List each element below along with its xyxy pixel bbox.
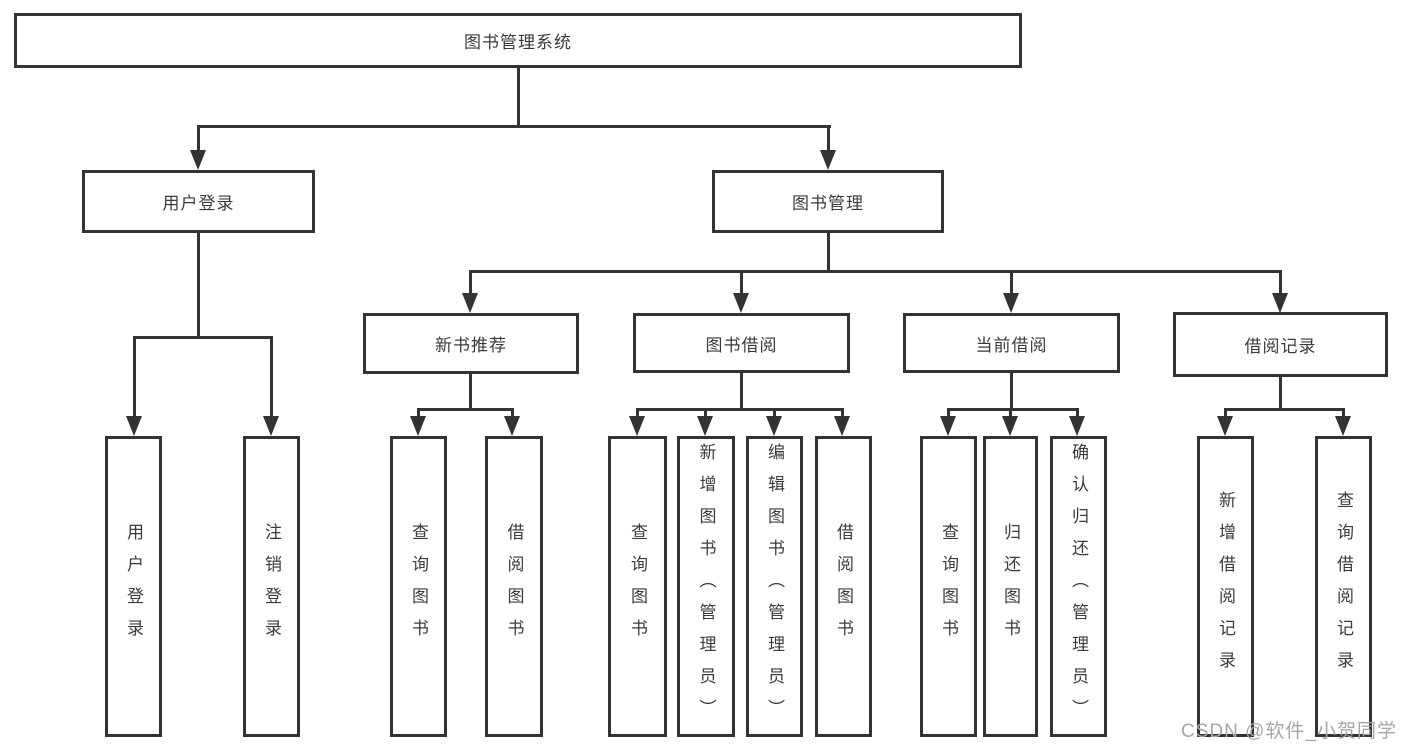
node-label: 注销登录 bbox=[262, 522, 281, 651]
leaf-borrow-books-recommend: 借阅图书 bbox=[485, 436, 543, 737]
line bbox=[1009, 408, 1012, 418]
node-label: 图书借阅 bbox=[705, 335, 778, 355]
line bbox=[197, 125, 831, 128]
line bbox=[740, 373, 743, 408]
node-label: 新增借阅记录 bbox=[1216, 490, 1235, 683]
arrow-down-icon bbox=[820, 150, 836, 170]
node-label: 查询图书 bbox=[409, 522, 428, 651]
line bbox=[511, 408, 514, 418]
line bbox=[469, 374, 472, 408]
line bbox=[1279, 377, 1282, 408]
line bbox=[133, 336, 273, 339]
line bbox=[1224, 408, 1345, 411]
node-label: 当前借阅 bbox=[975, 335, 1048, 355]
arrow-down-icon bbox=[733, 293, 749, 313]
node-label: 归还图书 bbox=[1001, 522, 1020, 651]
line bbox=[1010, 270, 1013, 296]
node-label: 查询借阅记录 bbox=[1334, 490, 1353, 683]
node-label: 确认归还（管理员） bbox=[1069, 442, 1088, 731]
line bbox=[1342, 408, 1345, 418]
arrow-down-icon bbox=[462, 293, 478, 313]
line bbox=[270, 336, 273, 418]
node-label: 借阅图书 bbox=[834, 522, 853, 651]
node-root-library-system: 图书管理系统 bbox=[14, 13, 1022, 68]
line bbox=[1010, 373, 1013, 408]
node-label: 用户登录 bbox=[124, 522, 143, 651]
line bbox=[947, 408, 950, 418]
csdn-watermark: CSDN @软件_小贺同学 bbox=[1181, 721, 1397, 742]
line bbox=[197, 125, 200, 155]
leaf-query-borrow-record: 查询借阅记录 bbox=[1315, 436, 1372, 737]
leaf-add-book-admin: 新增图书（管理员） bbox=[677, 436, 735, 737]
node-label: 借阅图书 bbox=[504, 522, 524, 651]
arrow-down-icon bbox=[1003, 293, 1019, 313]
leaf-edit-book-admin: 编辑图书（管理员） bbox=[746, 436, 803, 737]
node-label: 用户登录 bbox=[162, 194, 235, 213]
leaf-query-books-recommend: 查询图书 bbox=[390, 436, 447, 737]
node-new-book-recommend: 新书推荐 bbox=[363, 313, 579, 374]
line bbox=[704, 408, 707, 418]
arrow-down-icon bbox=[766, 416, 782, 436]
line bbox=[636, 408, 844, 411]
node-label: 图书管理 bbox=[792, 194, 864, 213]
line bbox=[827, 125, 830, 155]
arrow-down-icon bbox=[1217, 416, 1233, 436]
node-label: 新书推荐 bbox=[435, 336, 507, 355]
leaf-return-book: 归还图书 bbox=[983, 436, 1038, 737]
line bbox=[469, 270, 1282, 273]
arrow-down-icon bbox=[504, 416, 520, 436]
arrow-down-icon bbox=[1335, 416, 1351, 436]
leaf-confirm-return-admin: 确认归还（管理员） bbox=[1050, 436, 1107, 737]
node-label: 编辑图书（管理员） bbox=[765, 442, 784, 731]
line bbox=[197, 233, 200, 336]
leaf-user-login: 用户登录 bbox=[105, 436, 162, 737]
arrow-down-icon bbox=[1002, 416, 1018, 436]
leaf-query-books-borrowing: 查询图书 bbox=[608, 436, 667, 737]
line bbox=[740, 270, 743, 296]
line bbox=[417, 408, 420, 418]
line bbox=[1279, 270, 1282, 296]
arrow-down-icon bbox=[263, 416, 279, 436]
line bbox=[773, 408, 776, 418]
arrow-down-icon bbox=[940, 416, 956, 436]
arrow-down-icon bbox=[834, 416, 850, 436]
node-book-borrowing: 图书借阅 bbox=[633, 313, 850, 373]
arrow-down-icon bbox=[410, 416, 426, 436]
node-label: 查询图书 bbox=[939, 522, 958, 651]
arrow-down-icon bbox=[1272, 293, 1288, 313]
line bbox=[417, 408, 514, 411]
node-label: 查询图书 bbox=[628, 522, 647, 651]
line bbox=[841, 408, 844, 418]
node-label: 图书管理系统 bbox=[464, 33, 572, 52]
line bbox=[469, 270, 472, 296]
arrow-down-icon bbox=[697, 416, 713, 436]
arrow-down-icon bbox=[1069, 416, 1085, 436]
line bbox=[1224, 408, 1227, 418]
node-user-login: 用户登录 bbox=[82, 170, 315, 233]
node-label: 新增图书（管理员） bbox=[696, 442, 716, 731]
line bbox=[133, 336, 136, 418]
leaf-query-books-current: 查询图书 bbox=[920, 436, 977, 737]
node-borrow-records: 借阅记录 bbox=[1173, 312, 1388, 377]
leaf-logout: 注销登录 bbox=[243, 436, 300, 737]
line bbox=[827, 233, 830, 270]
arrow-down-icon bbox=[190, 150, 206, 170]
leaf-add-borrow-record: 新增借阅记录 bbox=[1197, 436, 1254, 737]
line bbox=[517, 68, 520, 125]
arrow-down-icon bbox=[629, 416, 645, 436]
node-current-borrowing: 当前借阅 bbox=[903, 313, 1120, 373]
line bbox=[636, 408, 639, 418]
node-book-management: 图书管理 bbox=[712, 170, 944, 233]
node-label: 借阅记录 bbox=[1244, 337, 1317, 356]
line bbox=[1076, 408, 1079, 418]
leaf-borrow-books-borrowing: 借阅图书 bbox=[815, 436, 872, 737]
line bbox=[947, 408, 1079, 411]
arrow-down-icon bbox=[126, 416, 142, 436]
